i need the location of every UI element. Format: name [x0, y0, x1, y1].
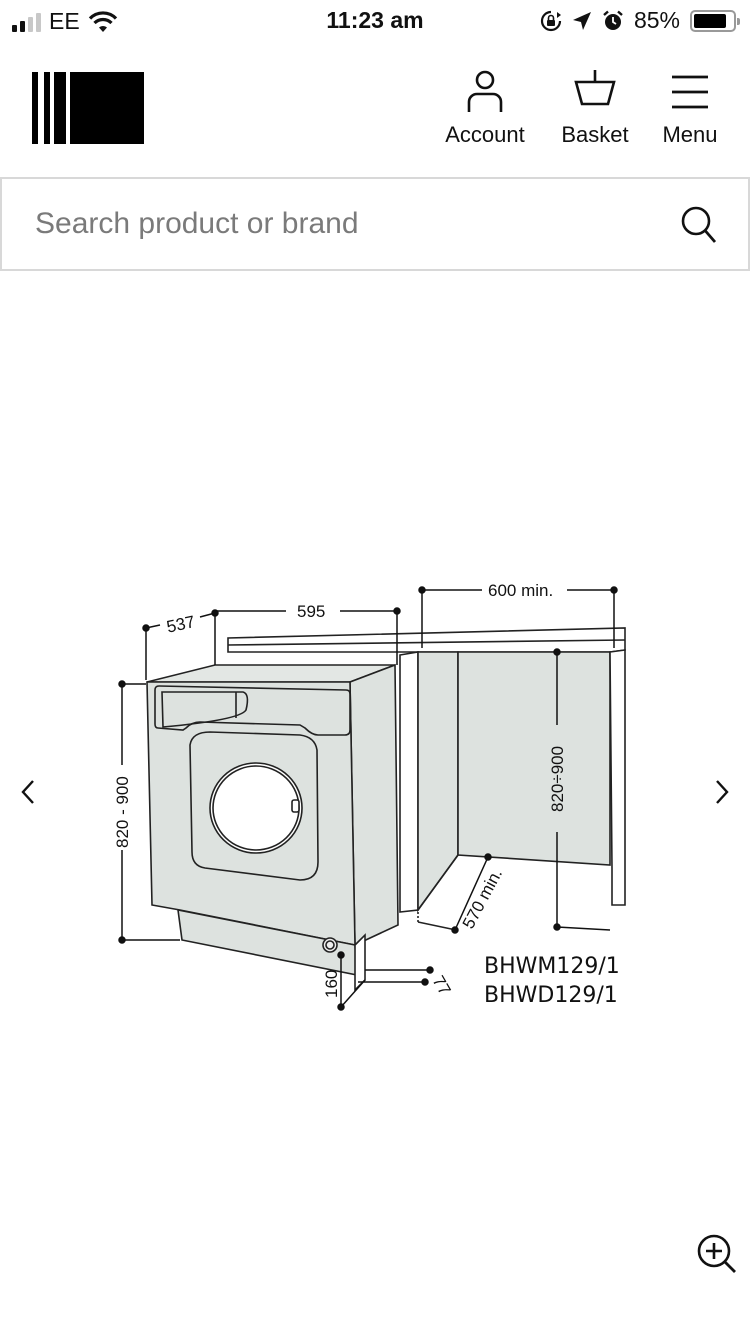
chevron-right-icon	[716, 780, 729, 804]
account-icon	[467, 70, 503, 112]
menu-label: Menu	[662, 122, 718, 147]
basket-icon	[574, 70, 616, 106]
status-time: 11:23 am	[326, 7, 424, 33]
dimension-niche-width: 600 min.	[488, 581, 553, 600]
signal-icon	[12, 12, 41, 32]
basket-button[interactable]: Basket	[550, 68, 640, 148]
menu-button[interactable]: Menu	[650, 68, 730, 148]
model-number-1: BHWM129/1	[484, 954, 620, 979]
dimension-niche-depth: 570 min.	[459, 865, 506, 931]
search-icon	[681, 206, 717, 243]
zoom-image-button[interactable]	[695, 1232, 739, 1281]
site-header: Account Basket Menu	[0, 60, 750, 160]
dimension-width: 595	[297, 602, 325, 621]
search-bar	[0, 177, 750, 271]
next-image-button[interactable]	[702, 772, 742, 812]
alarm-icon	[603, 10, 623, 30]
zoom-in-icon	[697, 1234, 736, 1273]
search-button[interactable]	[680, 205, 718, 250]
previous-image-button[interactable]	[8, 772, 48, 812]
search-input[interactable]	[2, 207, 642, 241]
installation-diagram: 537 595 600 min. 820 - 900 820÷900 570 m…	[113, 581, 626, 1011]
account-label: Account	[445, 122, 525, 147]
dimension-niche-height: 820÷900	[548, 746, 567, 812]
location-icon	[572, 11, 591, 30]
brand-logo[interactable]	[32, 72, 144, 144]
battery-percent: 85%	[633, 7, 680, 33]
basket-label: Basket	[561, 122, 629, 147]
menu-icon	[672, 75, 708, 109]
account-button[interactable]: Account	[440, 68, 530, 148]
product-image-gallery: 537 595 600 min. 820 - 900 820÷900 570 m…	[0, 272, 750, 1334]
chevron-left-icon	[21, 780, 34, 804]
dimension-inlet-offset: 77	[429, 973, 455, 999]
dimension-depth: 537	[165, 612, 197, 636]
wifi-icon	[88, 10, 117, 32]
status-bar: EE 11:23 am 85%	[0, 0, 750, 42]
rotation-lock-icon	[540, 10, 562, 31]
carrier-name: EE	[49, 8, 80, 34]
dimension-inlet-height: 160	[322, 970, 341, 998]
dimension-height: 820 - 900	[113, 776, 132, 848]
model-number-2: BHWD129/1	[484, 983, 618, 1008]
battery-icon	[690, 9, 740, 32]
